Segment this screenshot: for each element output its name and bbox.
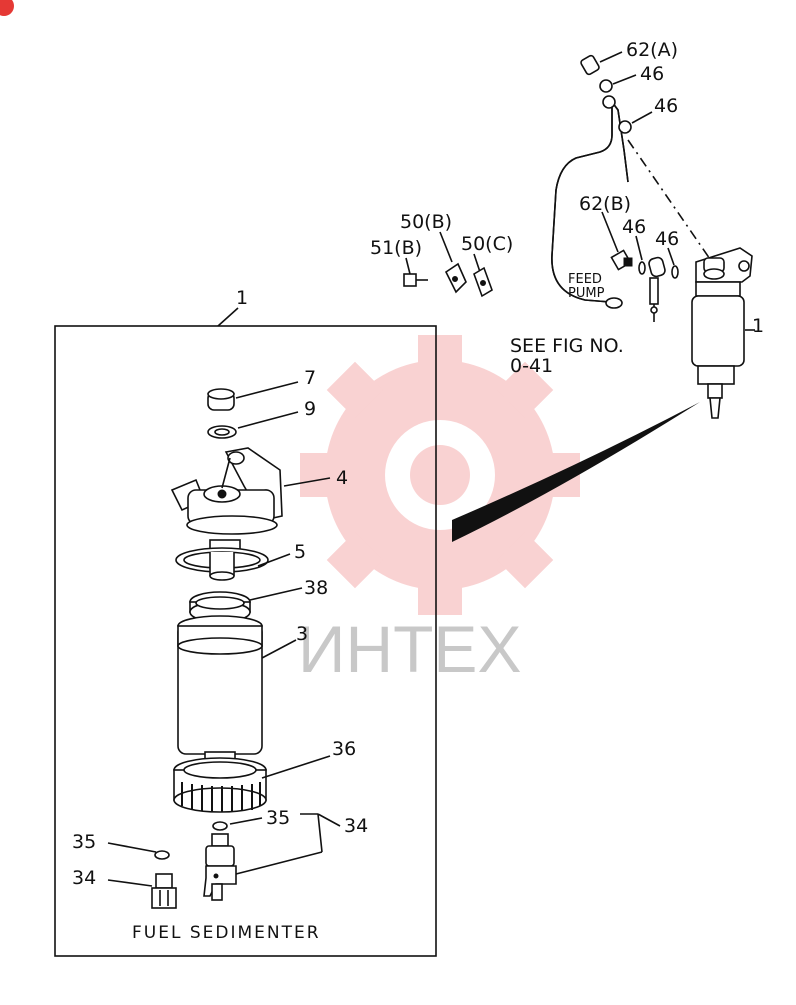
label-4: 4 <box>336 467 348 489</box>
retaining-ring-36 <box>173 757 267 813</box>
detail-frame <box>54 325 437 957</box>
oring-35-lower <box>154 850 170 860</box>
label-62a: 62(A) <box>626 39 678 61</box>
label-3: 3 <box>296 623 308 645</box>
sedimenter-assembled <box>691 247 753 419</box>
label-46a: 46 <box>640 63 664 85</box>
diagram-caption: FUEL SEDIMENTER <box>132 923 321 943</box>
label-51b: 51(B) <box>370 237 422 259</box>
drain-valve-34 <box>203 833 237 901</box>
label-46d: 46 <box>655 228 679 250</box>
label-feed: FEED <box>568 272 602 287</box>
label-34-upper: 34 <box>344 815 368 837</box>
feed-pump-nozzle <box>648 256 666 322</box>
label-9: 9 <box>304 398 316 420</box>
label-right-assy: 1 <box>752 315 764 337</box>
bolt-51b <box>403 273 428 287</box>
label-pump: PUMP <box>568 286 605 301</box>
label-50c: 50(C) <box>461 233 513 255</box>
frame-callout: 1 <box>236 287 248 309</box>
gasket-5 <box>175 539 269 581</box>
plug-7 <box>207 388 235 411</box>
filter-head-4 <box>170 447 283 535</box>
label-62b: 62(B) <box>579 193 631 215</box>
bracket-50b <box>444 262 467 294</box>
drain-plug-34 <box>151 873 177 909</box>
filter-element-3 <box>177 615 263 771</box>
corner-badge <box>0 0 14 16</box>
label-46c: 46 <box>622 216 646 238</box>
label-35-lower: 35 <box>72 831 96 853</box>
label-7: 7 <box>304 367 316 389</box>
label-38: 38 <box>304 577 328 599</box>
pointer-arrow <box>452 402 700 542</box>
oring-35-upper <box>212 821 228 831</box>
fitting-62b <box>610 249 633 271</box>
bracket-50c <box>473 266 493 298</box>
watermark-text: ИНТЕХ <box>298 612 521 686</box>
see-fig-line2: 0-41 <box>510 355 553 377</box>
label-34-lower: 34 <box>72 867 96 889</box>
label-36: 36 <box>332 738 356 760</box>
label-46b: 46 <box>654 95 678 117</box>
label-35-upper: 35 <box>266 807 290 829</box>
label-50b: 50(B) <box>400 211 452 233</box>
see-fig-line1: SEE FIG NO. <box>510 335 624 357</box>
label-5: 5 <box>294 541 306 563</box>
fitting-62a <box>580 54 600 76</box>
seal-ring-38 <box>189 591 251 623</box>
